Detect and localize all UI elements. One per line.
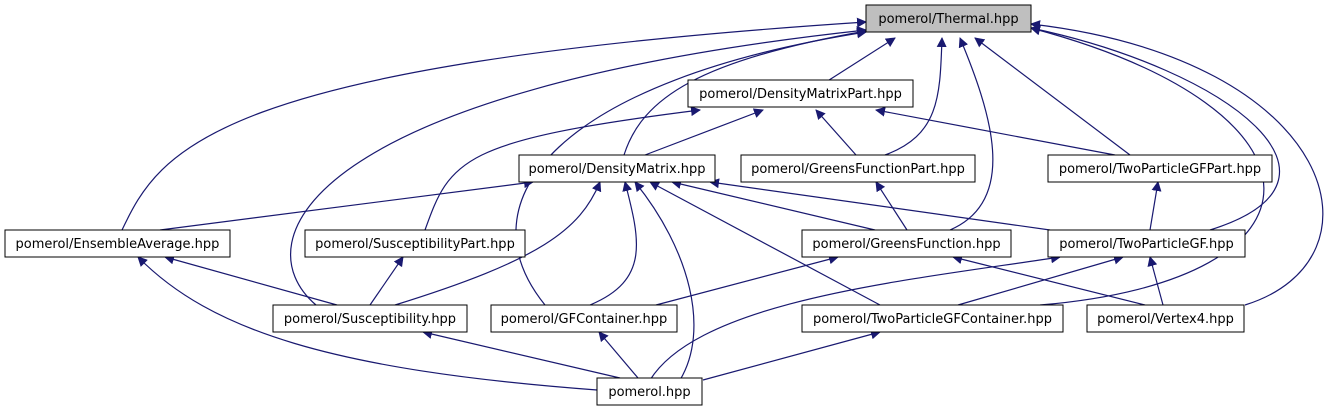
node-label: pomerol/TwoParticleGF.hpp xyxy=(1059,237,1234,252)
edge-tpgf-to-tpgfpart xyxy=(1149,181,1162,231)
edge-ensemble-to-thermal xyxy=(121,17,867,231)
node-label: pomerol/TwoParticleGFPart.hpp xyxy=(1059,162,1261,177)
node-label: pomerol/GreensFunctionPart.hpp xyxy=(751,162,965,177)
node-label: pomerol/SusceptibilityPart.hpp xyxy=(315,237,515,252)
node-label: pomerol/TwoParticleGFContainer.hpp xyxy=(813,312,1052,327)
edge-gfcont-to-gf xyxy=(655,254,839,306)
node-thermal-hpp[interactable]: pomerol/Thermal.hpp xyxy=(865,4,1032,33)
node-label: pomerol/DensityMatrixPart.hpp xyxy=(699,87,902,102)
node-label: pomerol.hpp xyxy=(608,385,690,400)
edge-vertex4-to-gf xyxy=(952,254,1146,306)
edge-suscep-to-dm xyxy=(394,181,602,306)
node-label: pomerol/GFContainer.hpp xyxy=(501,312,668,327)
node-greensfunction-hpp[interactable]: pomerol/GreensFunction.hpp xyxy=(801,229,1012,258)
node-vertex4-hpp[interactable]: pomerol/Vertex4.hpp xyxy=(1086,304,1245,333)
edge-suscep-to-thermal xyxy=(289,25,867,306)
edge-susceppart-to-dmpart xyxy=(424,106,701,231)
edge-tpgf-to-dm xyxy=(709,178,1051,231)
edge-suscep-to-susceppart xyxy=(369,256,404,306)
edge-dm-to-dmpart xyxy=(644,108,764,156)
edge-gfcont-to-thermal xyxy=(515,28,867,306)
edge-pomerol-to-gfcont xyxy=(598,331,639,379)
node-densitymatrixpart-hpp[interactable]: pomerol/DensityMatrixPart.hpp xyxy=(687,79,914,108)
node-twoparticlegf-hpp[interactable]: pomerol/TwoParticleGF.hpp xyxy=(1047,229,1246,258)
edge-gfpart-to-thermal xyxy=(884,37,947,156)
node-label: pomerol/Susceptibility.hpp xyxy=(284,312,456,327)
edge-pomerol-to-tpgf xyxy=(649,253,1061,381)
node-gfcontainer-hpp[interactable]: pomerol/GFContainer.hpp xyxy=(490,304,678,333)
dependency-edges xyxy=(121,17,1324,391)
edge-pomerol-to-ensemble xyxy=(137,256,598,391)
edge-ensemble-to-dm xyxy=(159,178,534,231)
edge-gf-to-thermal xyxy=(949,37,994,231)
edge-tpgf-to-thermal xyxy=(1030,24,1281,231)
edge-gf-to-gfpart xyxy=(875,181,908,231)
edge-dmpart-to-thermal xyxy=(825,37,896,83)
file-nodes: pomerol/Thermal.hpp pomerol/DensityMatri… xyxy=(4,4,1273,406)
node-label: pomerol/GreensFunction.hpp xyxy=(812,237,1000,252)
edge-vertex4-to-thermal xyxy=(1030,20,1324,306)
edge-tpgfcont-to-tpgf xyxy=(957,254,1124,306)
edge-suscep-to-ensemble xyxy=(164,254,338,306)
edge-tpgfpart-to-thermal xyxy=(974,37,1131,156)
edge-tpgfcont-to-thermal xyxy=(1030,25,1265,306)
edge-gfpart-to-dmpart xyxy=(815,109,857,156)
node-label: pomerol/DensityMatrix.hpp xyxy=(528,162,705,177)
edge-pomerol-to-tpgfcont xyxy=(702,329,881,381)
node-ensembleaverage-hpp[interactable]: pomerol/EnsembleAverage.hpp xyxy=(4,229,231,258)
edge-vertex4-to-tpgf xyxy=(1147,256,1164,306)
edge-gf-to-dm xyxy=(671,179,876,231)
node-susceptibility-hpp[interactable]: pomerol/Susceptibility.hpp xyxy=(272,304,468,333)
edge-tpgfpart-to-dmpart xyxy=(875,106,1116,156)
node-greensfunctionpart-hpp[interactable]: pomerol/GreensFunctionPart.hpp xyxy=(740,154,976,183)
node-label: pomerol/Vertex4.hpp xyxy=(1097,312,1234,327)
edge-tpgfcont-to-dm xyxy=(649,181,881,306)
node-pomerol-hpp[interactable]: pomerol.hpp xyxy=(596,377,703,406)
node-label: pomerol/Thermal.hpp xyxy=(878,12,1018,27)
edge-pomerol-to-suscep xyxy=(422,329,621,379)
edge-gfcont-to-dm xyxy=(589,181,637,306)
node-label: pomerol/EnsembleAverage.hpp xyxy=(16,237,220,252)
node-twoparticlegfcontainer-hpp[interactable]: pomerol/TwoParticleGFContainer.hpp xyxy=(801,304,1064,333)
node-twoparticlegfpart-hpp[interactable]: pomerol/TwoParticleGFPart.hpp xyxy=(1047,154,1273,183)
edge-pomerol-to-dm xyxy=(634,181,695,381)
node-densitymatrix-hpp[interactable]: pomerol/DensityMatrix.hpp xyxy=(518,154,716,183)
node-susceptibilitypart-hpp[interactable]: pomerol/SusceptibilityPart.hpp xyxy=(304,229,526,258)
